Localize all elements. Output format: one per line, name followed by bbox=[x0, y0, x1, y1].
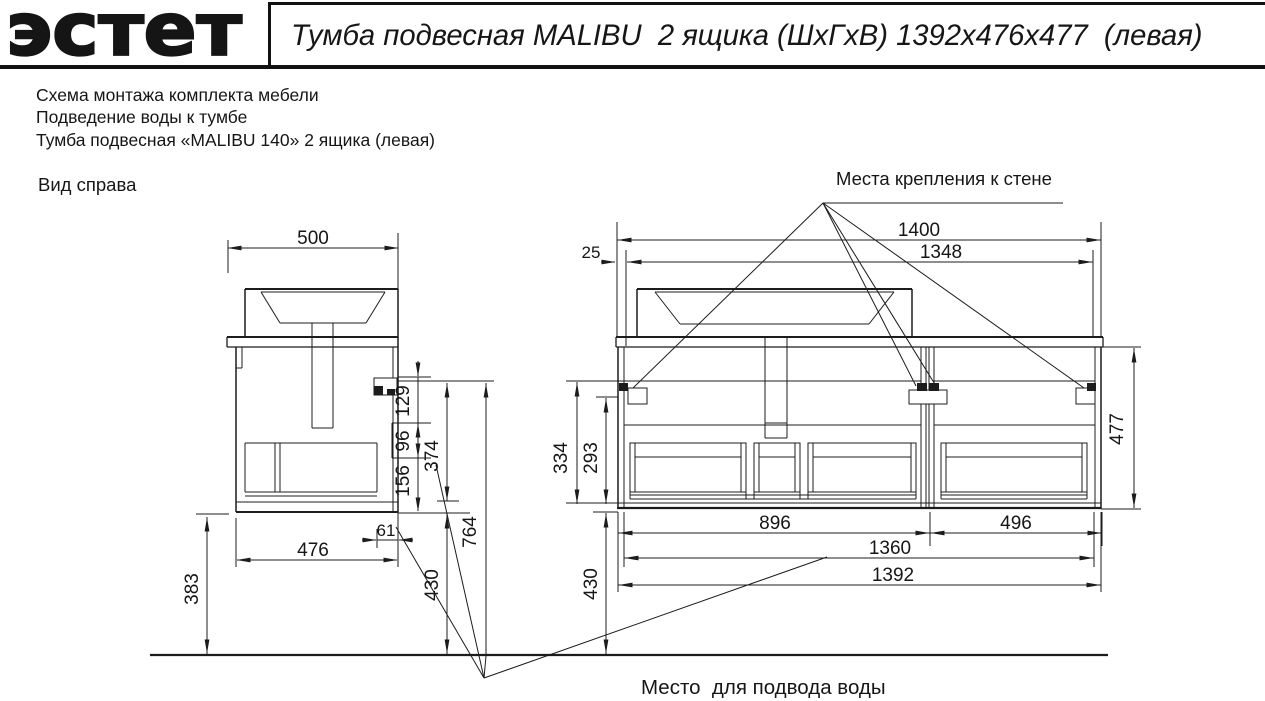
note-line-2: Подведение воды к тумбе bbox=[36, 107, 248, 128]
dim-477: 477 bbox=[1107, 413, 1128, 445]
header-top-border bbox=[268, 2, 1265, 5]
dim-25: 25 bbox=[582, 243, 601, 262]
header-bottom-border bbox=[0, 65, 1265, 69]
dim-1392: 1392 bbox=[872, 565, 914, 586]
dim-1348: 1348 bbox=[920, 242, 962, 263]
dim-476: 476 bbox=[297, 540, 329, 561]
dim-500: 500 bbox=[297, 228, 329, 249]
note-line-1: Схема монтажа комплекта мебели bbox=[36, 85, 319, 105]
dim-496: 496 bbox=[1000, 513, 1032, 534]
dim-1360: 1360 bbox=[869, 538, 911, 559]
side-view-dimensions bbox=[196, 240, 494, 655]
side-view-wall-bracket bbox=[373, 377, 398, 396]
note-line-3: Тумба подвесная «MALIBU 140» 2 ящика (ле… bbox=[36, 129, 435, 150]
front-view-dimensions bbox=[566, 222, 1141, 654]
dim-61: 61 bbox=[377, 521, 396, 540]
front-view-dim-labels: 1400 25 1348 477 334 293 430 896 496 136… bbox=[551, 220, 1128, 600]
water-supply-label: Место для подвода воды bbox=[641, 676, 886, 699]
dim-896: 896 bbox=[759, 513, 791, 534]
wall-mount-leaders bbox=[632, 202, 1085, 389]
side-view-dim-labels: 500 129 96 156 374 764 430 383 476 61 bbox=[182, 228, 481, 605]
water-supply-leaders bbox=[395, 464, 828, 679]
wall-mount-label: Места крепления к стене bbox=[836, 168, 1052, 189]
dim-156: 156 bbox=[393, 465, 414, 497]
dim-1400: 1400 bbox=[898, 220, 940, 241]
dim-383: 383 bbox=[182, 573, 203, 605]
dim-293: 293 bbox=[581, 442, 602, 474]
header-divider bbox=[268, 2, 271, 66]
side-view-structure bbox=[226, 233, 399, 513]
front-view-structure bbox=[615, 288, 1104, 510]
dim-374: 374 bbox=[422, 440, 443, 472]
dim-96: 96 bbox=[393, 430, 414, 451]
side-view-label: Вид справа bbox=[38, 174, 137, 195]
brand-logo: эстет bbox=[5, 0, 243, 73]
drawing-title: Тумба подвесная MALIBU 2 ящика (ШхГхВ) 1… bbox=[291, 19, 1203, 52]
dim-430-right: 430 bbox=[581, 568, 602, 600]
dim-334: 334 bbox=[551, 442, 572, 474]
front-view-wall-brackets bbox=[619, 383, 1096, 405]
dim-764: 764 bbox=[460, 516, 481, 548]
dim-430-left: 430 bbox=[422, 569, 443, 601]
dim-129: 129 bbox=[393, 385, 414, 417]
